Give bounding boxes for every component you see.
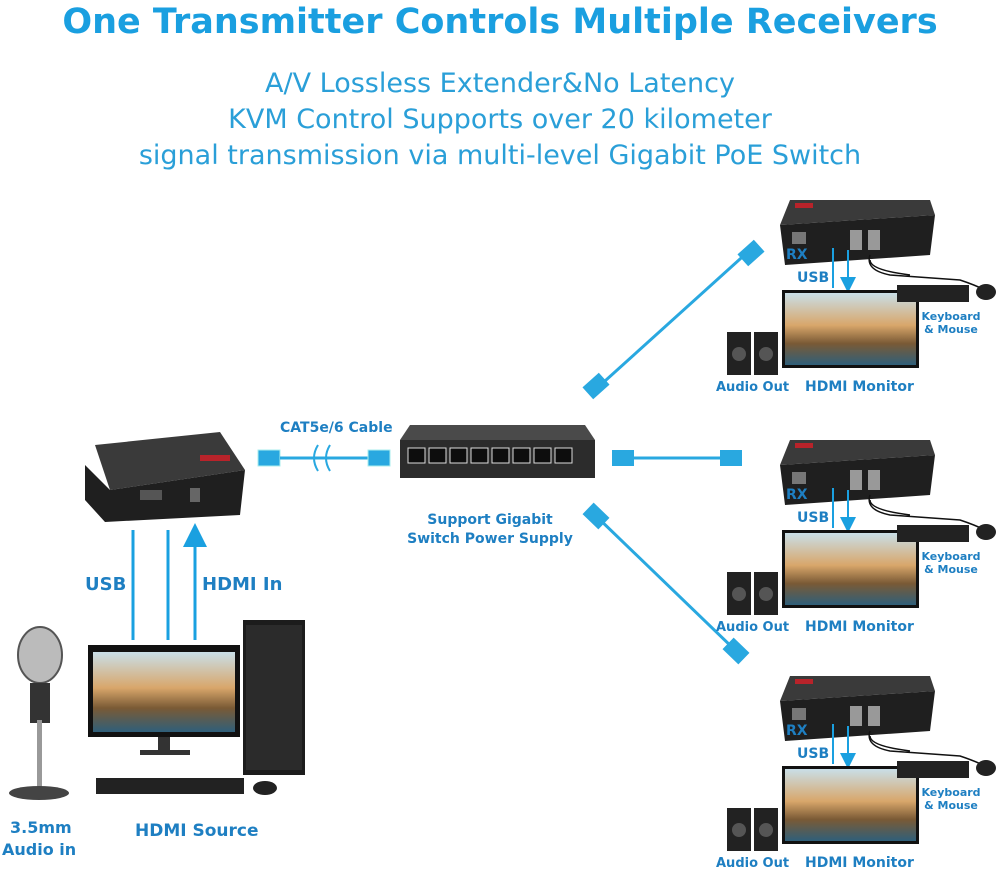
receiver-group: RX USB Keyboard & Mouse Audio Out HDMI M…: [716, 200, 996, 395]
hdmi-monitor-label: HDMI Monitor: [805, 619, 914, 635]
subtitle-line-3: signal transmission via multi-level Giga…: [138, 140, 862, 171]
mouse-icon: [976, 760, 996, 776]
mouse-label: & Mouse: [924, 799, 978, 812]
switch-port: [449, 447, 468, 464]
usb-arrows: [131, 523, 207, 640]
usb-label: USB: [797, 510, 829, 526]
receiver-group: RX USB Keyboard & Mouse Audio Out HDMI M…: [716, 676, 996, 871]
source-monitor: [88, 645, 240, 755]
page-title: One Transmitter Controls Multiple Receiv…: [62, 2, 938, 42]
switch-port: [428, 447, 447, 464]
hdmi-monitor: [782, 290, 919, 368]
hdmi-monitor-label: HDMI Monitor: [805, 855, 914, 871]
keyboard-icon: [897, 525, 969, 542]
audio-in-label: 3.5mm: [10, 818, 72, 837]
audio-out-label: Audio Out: [716, 856, 789, 871]
speakers-icon: [727, 808, 778, 851]
keyboard-icon: [897, 285, 969, 302]
rx-label: RX: [786, 487, 808, 503]
mouse-label: & Mouse: [924, 563, 978, 576]
receiver-group: RX USB Keyboard & Mouse Audio Out HDMI M…: [716, 440, 996, 635]
hdmi-monitor: [782, 530, 919, 608]
cable-to-rx-2: [612, 450, 742, 466]
audio-out-label: Audio Out: [716, 380, 789, 395]
keyboard-label: Keyboard: [921, 310, 980, 323]
subtitle-line-2: KVM Control Supports over 20 kilometer: [228, 104, 772, 135]
switch-port: [470, 447, 489, 464]
usb-label: USB: [797, 746, 829, 762]
keyboard-icon: [96, 778, 244, 794]
usb-label: USB: [797, 270, 829, 286]
keyboard-label: Keyboard: [921, 786, 980, 799]
network-switch: [400, 425, 595, 478]
speakers-icon: [727, 572, 778, 615]
audio-in-label-2: Audio in: [2, 840, 76, 859]
hdmi-monitor: [782, 766, 919, 844]
cable-to-rx-1: [582, 239, 765, 400]
mouse-icon: [976, 284, 996, 300]
rx-label: RX: [786, 247, 808, 263]
switch-port: [512, 447, 531, 464]
mouse-icon: [253, 781, 277, 795]
keyboard-label: Keyboard: [921, 550, 980, 563]
rx-device: [780, 200, 935, 265]
rx-label: RX: [786, 723, 808, 739]
mouse-label: & Mouse: [924, 323, 978, 336]
switch-port: [554, 447, 573, 464]
rx-device: [780, 440, 935, 505]
speakers-icon: [727, 332, 778, 375]
cat-cable: [257, 444, 391, 472]
switch-label-2: Switch Power Supply: [407, 531, 573, 547]
usb-label: USB: [85, 574, 126, 595]
switch-port: [407, 447, 426, 464]
mouse-icon: [976, 524, 996, 540]
cable-label: CAT5e/6 Cable: [280, 420, 393, 436]
audio-out-label: Audio Out: [716, 620, 789, 635]
microphone-icon: [9, 626, 69, 800]
pc-tower: [243, 620, 305, 775]
transmitter-device: [85, 432, 245, 522]
rx-device: [780, 676, 935, 741]
hdmi-in-label: HDMI In: [202, 574, 282, 595]
switch-port: [533, 447, 552, 464]
subtitle-line-1: A/V Lossless Extender&No Latency: [265, 68, 735, 99]
switch-label-1: Support Gigabit: [427, 512, 553, 528]
switch-port: [491, 447, 510, 464]
hdmi-monitor-label: HDMI Monitor: [805, 379, 914, 395]
keyboard-icon: [897, 761, 969, 778]
hdmi-source-label: HDMI Source: [135, 821, 259, 841]
cable-to-rx-3: [582, 502, 750, 665]
